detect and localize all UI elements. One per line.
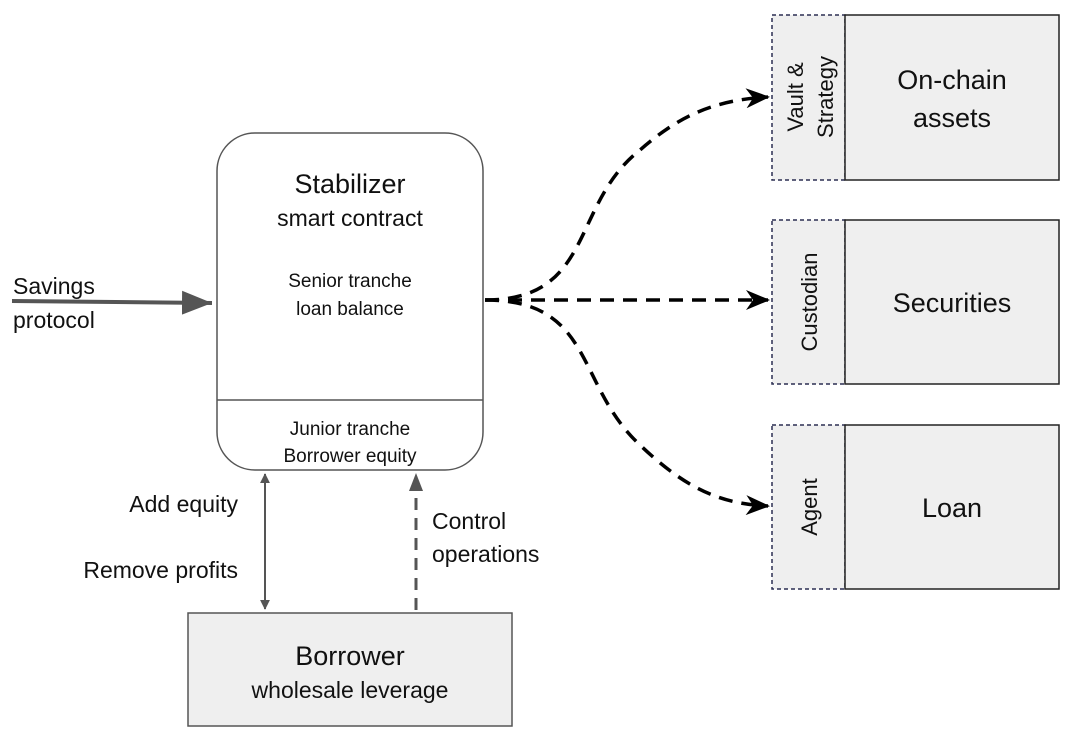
arrow-to-loan <box>484 298 770 516</box>
junior-equity-label: Borrower equity <box>283 446 417 467</box>
input-arrow <box>11 290 213 315</box>
remove-profits-label: Remove profits <box>83 557 238 583</box>
control-flow: Control operations <box>409 473 539 610</box>
securities-label: Securities <box>893 288 1012 318</box>
borrower-box: Borrower wholesale leverage <box>187 612 513 727</box>
custodian-label: Custodian <box>797 252 822 351</box>
asset-onchain: Vault & Strategy On-chain assets <box>771 14 1060 181</box>
equity-flow: Add equity Remove profits <box>83 473 270 610</box>
stabilizer-container <box>216 132 484 471</box>
control-label: Control <box>432 508 506 534</box>
add-equity-label: Add equity <box>129 491 238 517</box>
securities-main <box>844 219 1060 385</box>
savings-protocol-input: Savings protocol <box>11 273 213 333</box>
asset-loan: Agent Loan <box>771 424 1060 590</box>
senior-balance-label: loan balance <box>296 299 404 320</box>
onchain-label: On-chain <box>897 65 1007 95</box>
loan-main <box>844 424 1060 590</box>
vault-strategy-side <box>771 14 846 181</box>
senior-tranche-label: Senior tranche <box>288 271 412 292</box>
borrower-subtitle: wholesale leverage <box>251 677 449 703</box>
operations-label: operations <box>432 541 539 567</box>
custodian-side <box>771 219 846 385</box>
assets-label: assets <box>913 103 991 133</box>
stabilizer-title: Stabilizer <box>294 169 405 199</box>
savings-label: Savings <box>13 273 95 299</box>
stabilizer-box: Stabilizer smart contract Senior tranche… <box>216 132 484 471</box>
stabilizer-subtitle: smart contract <box>277 205 423 231</box>
asset-securities: Custodian Securities <box>771 219 1060 385</box>
agent-side <box>771 424 846 590</box>
allocation-arrows <box>484 88 770 516</box>
control-arrowhead <box>409 473 423 491</box>
strategy-label: Strategy <box>813 56 838 138</box>
arrow-to-onchain <box>484 88 770 302</box>
onchain-main <box>844 14 1060 181</box>
borrower-title: Borrower <box>295 641 405 671</box>
borrower-container <box>187 612 513 727</box>
loan-label: Loan <box>922 493 982 523</box>
vault-label: Vault & <box>783 62 808 132</box>
agent-label: Agent <box>797 478 822 536</box>
protocol-label: protocol <box>13 307 95 333</box>
junior-tranche-label: Junior tranche <box>290 419 410 440</box>
